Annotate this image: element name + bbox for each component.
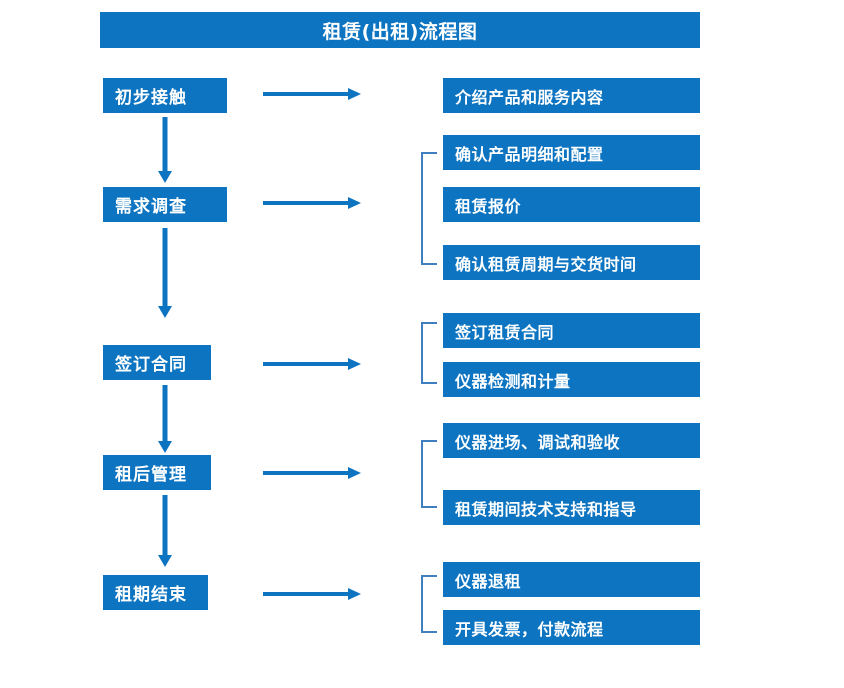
detail-box-label: 租赁期间技术支持和指导	[455, 499, 637, 519]
stage-box-label: 签订合同	[115, 355, 187, 375]
stage-box-label: 需求调查	[115, 197, 187, 217]
detail-box-label: 介绍产品和服务内容	[455, 87, 604, 107]
stage-box-5[interactable]: 租期结束	[103, 575, 208, 610]
arrow-right-stage-4-icon	[263, 464, 361, 482]
arrow-down-stage-2-icon	[156, 228, 174, 318]
flowchart-title: 租赁(出租)流程图	[100, 12, 700, 48]
detail-box-5[interactable]: 签订租赁合同	[443, 313, 700, 348]
detail-box-9[interactable]: 仪器退租	[443, 562, 700, 597]
bracket-group-2-icon	[420, 152, 438, 265]
bracket-group-5-icon	[420, 575, 438, 633]
stage-box-label: 租后管理	[115, 465, 187, 485]
stage-box-4[interactable]: 租后管理	[103, 455, 211, 490]
detail-box-8[interactable]: 租赁期间技术支持和指导	[443, 490, 700, 525]
stage-box-3[interactable]: 签订合同	[103, 345, 211, 380]
stage-box-label: 初步接触	[115, 88, 187, 108]
bracket-group-4-icon	[420, 440, 438, 508]
detail-box-label: 签订租赁合同	[455, 322, 555, 342]
arrow-right-stage-3-icon	[263, 355, 361, 373]
detail-box-label: 仪器检测和计量	[455, 371, 571, 391]
arrow-down-stage-1-icon	[156, 117, 174, 183]
arrow-down-stage-3-icon	[156, 385, 174, 453]
stage-box-label: 租期结束	[115, 585, 187, 605]
detail-box-3[interactable]: 租赁报价	[443, 187, 700, 222]
arrow-down-stage-4-icon	[156, 495, 174, 567]
detail-box-label: 确认产品明细和配置	[455, 144, 604, 164]
detail-box-1[interactable]: 介绍产品和服务内容	[443, 78, 700, 113]
detail-box-6[interactable]: 仪器检测和计量	[443, 362, 700, 397]
bracket-group-3-icon	[420, 322, 438, 384]
arrow-right-stage-1-icon	[263, 85, 361, 103]
detail-box-7[interactable]: 仪器进场、调试和验收	[443, 423, 700, 458]
detail-box-2[interactable]: 确认产品明细和配置	[443, 135, 700, 170]
detail-box-10[interactable]: 开具发票，付款流程	[443, 610, 700, 645]
arrow-right-stage-5-icon	[263, 585, 361, 603]
detail-box-label: 仪器退租	[455, 571, 522, 591]
detail-box-label: 开具发票，付款流程	[455, 619, 604, 639]
detail-box-label: 确认租赁周期与交货时间	[455, 254, 637, 274]
detail-box-label: 租赁报价	[455, 196, 522, 216]
arrow-right-stage-2-icon	[263, 194, 361, 212]
stage-box-2[interactable]: 需求调查	[103, 187, 227, 222]
detail-box-label: 仪器进场、调试和验收	[455, 432, 621, 452]
stage-box-1[interactable]: 初步接触	[103, 78, 227, 113]
detail-box-4[interactable]: 确认租赁周期与交货时间	[443, 245, 700, 280]
